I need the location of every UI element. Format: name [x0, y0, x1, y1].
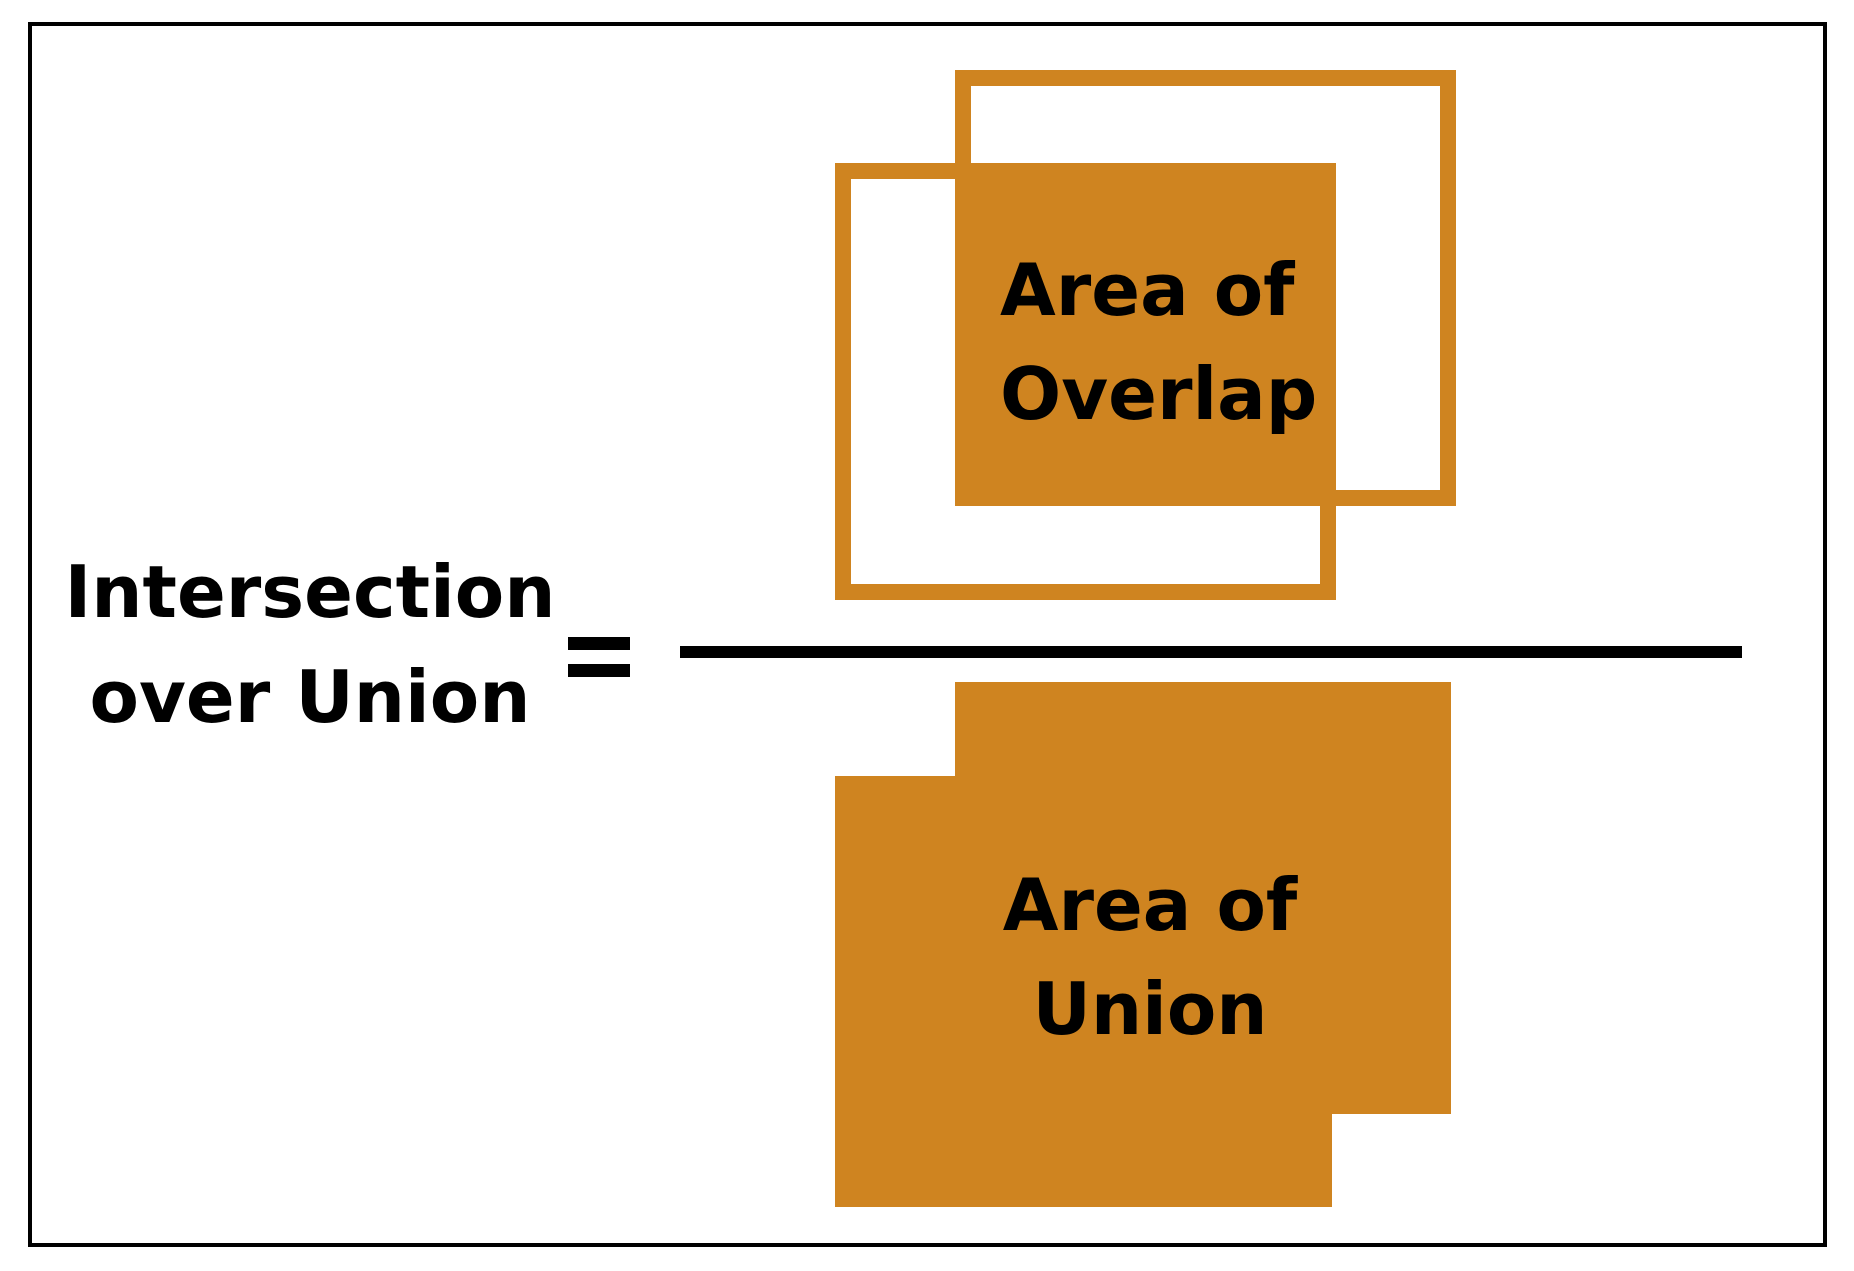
- iou-label-line1: Intersection: [64, 550, 556, 634]
- union-region: [835, 682, 1451, 1207]
- diagram-frame: [28, 22, 1827, 1247]
- overlap-label-line2: Overlap: [1000, 352, 1318, 436]
- overlap-region: [955, 163, 1336, 502]
- union-label-line1: Area of: [1002, 863, 1298, 947]
- iou-label-line2: over Union: [89, 655, 531, 739]
- fraction-bar: [680, 646, 1742, 658]
- union-label-line2: Union: [1032, 967, 1268, 1051]
- overlap-label: Area of Overlap: [960, 238, 1320, 446]
- equals-sign: [568, 637, 630, 677]
- overlap-label-line1: Area of: [1000, 248, 1295, 332]
- iou-label: Intersection over Union: [60, 540, 560, 750]
- overlap-illustration: [835, 70, 1456, 600]
- union-label: Area of Union: [940, 853, 1360, 1061]
